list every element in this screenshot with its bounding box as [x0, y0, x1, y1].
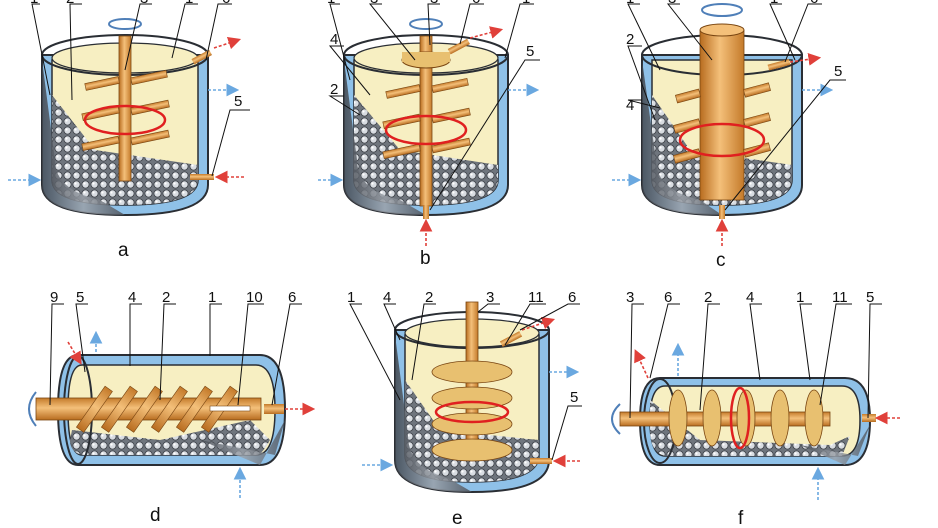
panel-caption: f — [738, 508, 744, 528]
callout-label: 2 — [704, 289, 712, 306]
callout-label: 2 — [425, 289, 433, 306]
panel-b: 1 3 3 6 1 4 2 5 b — [318, 0, 540, 269]
callout-label: 3 — [668, 0, 676, 7]
callout-label: 3 — [140, 0, 148, 7]
callout-label: 6 — [222, 0, 230, 7]
callout-label: 4 — [383, 289, 391, 306]
bead-bed-icon — [652, 95, 792, 205]
callout-label: 1 — [347, 289, 355, 306]
callout-label: 1 — [770, 0, 778, 7]
panel-a: 1 2 3 1 6 5 a — [8, 0, 250, 261]
callout-label: 1 — [185, 0, 193, 7]
bead-bed-icon — [354, 95, 498, 205]
bead-bed-icon — [650, 400, 850, 456]
callout-label: 4 — [330, 31, 338, 48]
callout-label: 6 — [288, 289, 296, 306]
panel-caption: d — [150, 505, 161, 526]
callout-label: 2 — [330, 81, 338, 98]
callout-label: 4 — [746, 289, 754, 306]
callout-label: 4 — [626, 97, 634, 114]
callout-label: 2 — [162, 289, 170, 306]
panel-f: 3 6 2 4 1 11 5 f — [611, 289, 900, 528]
callout-label: 5 — [234, 93, 242, 110]
panel-e: 1 4 2 3 11 6 5 e — [347, 289, 582, 528]
callout-label: 1 — [522, 0, 530, 7]
callout-label: 6 — [664, 289, 672, 306]
panel-caption: c — [716, 250, 726, 271]
bead-bed-icon — [405, 380, 539, 482]
callout-label: 6 — [810, 0, 818, 7]
callout-label: 5 — [866, 289, 874, 306]
callout-label: 5 — [834, 63, 842, 80]
callout-label: 2 — [66, 0, 74, 7]
callout-label: 1 — [796, 289, 804, 306]
callout-label: 3 — [486, 289, 494, 306]
callout-label: 4 — [128, 289, 136, 306]
panel-caption: a — [118, 240, 129, 261]
callout-label: 1 — [327, 0, 335, 7]
callout-label: 3 — [626, 289, 634, 306]
callout-label: 2 — [626, 31, 634, 48]
callout-label: 6 — [472, 0, 480, 7]
callout-label: 5 — [526, 43, 534, 60]
panel-d: 9 5 4 2 1 10 6 d — [28, 289, 316, 526]
callout-label: 3 — [430, 0, 438, 7]
callout-label: 5 — [76, 289, 84, 306]
panel-c: 1 3 1 6 2 4 5 c — [612, 0, 846, 271]
callout-label: 1 — [626, 0, 634, 7]
callout-label: 5 — [570, 389, 578, 406]
callout-label: 10 — [246, 289, 263, 306]
callout-label: 9 — [50, 289, 58, 306]
panel-caption: b — [420, 248, 431, 269]
callout-label: 11 — [528, 289, 544, 306]
bead-bed-icon — [52, 95, 198, 205]
callout-label: 6 — [568, 289, 576, 306]
panel-caption: e — [452, 508, 463, 528]
callout-label: 1 — [208, 289, 216, 306]
callout-label: 3 — [370, 0, 378, 7]
callout-label: 11 — [832, 289, 848, 306]
callout-label: 1 — [30, 0, 38, 7]
